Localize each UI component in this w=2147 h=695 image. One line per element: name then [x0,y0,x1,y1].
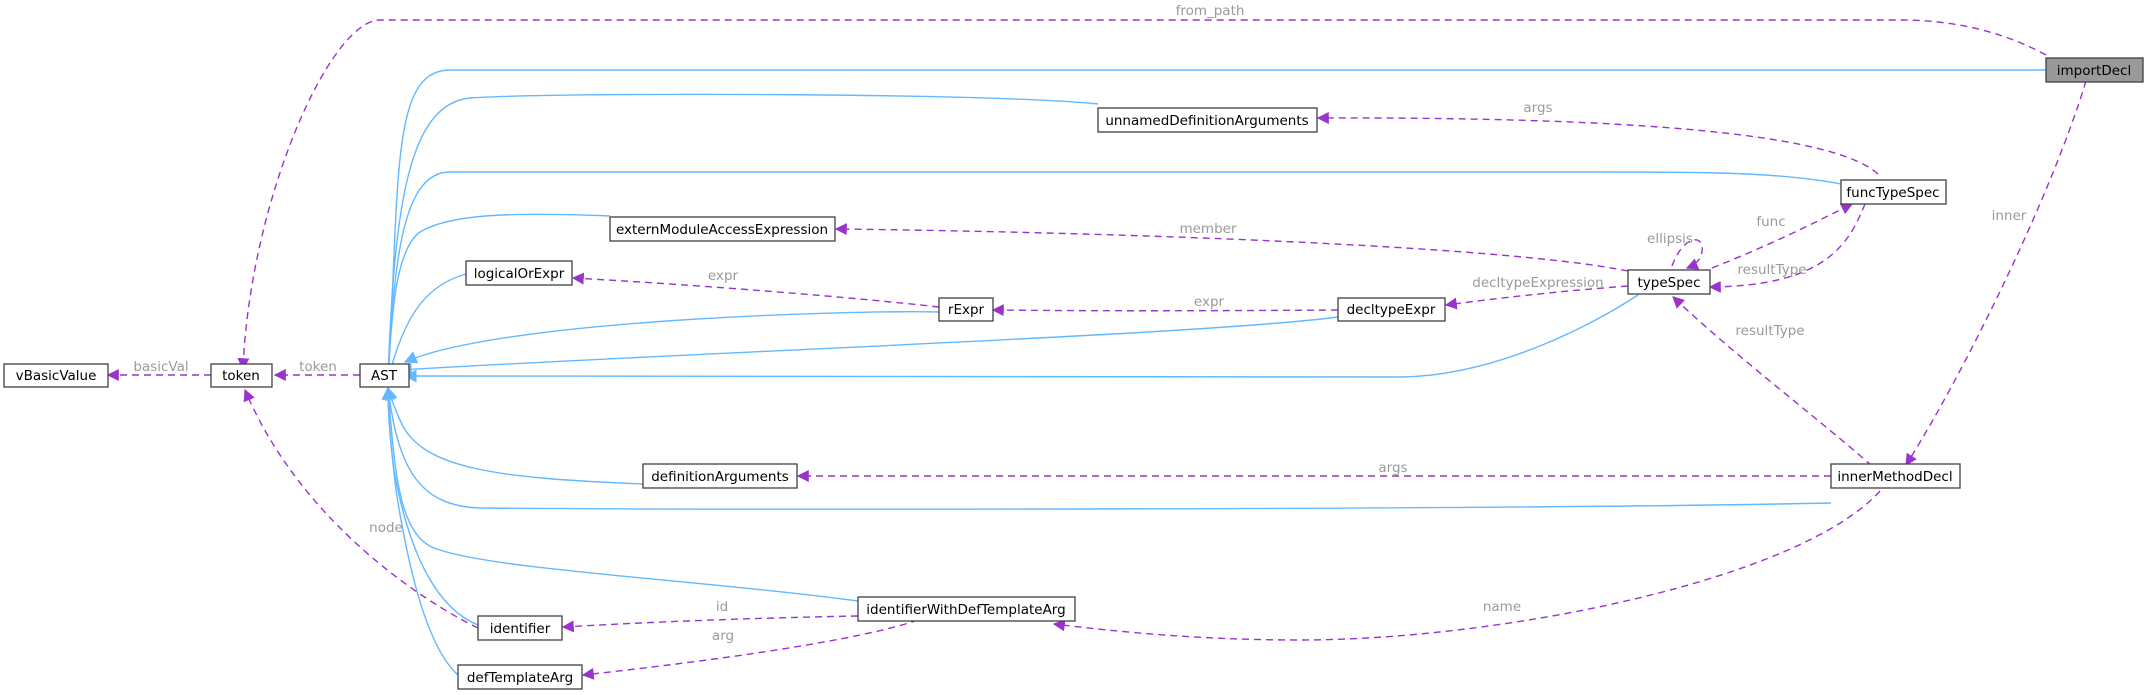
label-member: member [1179,221,1236,237]
label-id: id [716,599,728,615]
node-AST[interactable]: AST [359,363,410,388]
node-label: externModuleAccessExpression [616,222,828,238]
node-label: token [222,368,260,384]
nodes: vBasicValue token AST importDecl unnamed… [3,57,2144,690]
edge-importDecl-token [237,19,2047,371]
node-vBasicValue[interactable]: vBasicValue [3,363,109,388]
label-node: node [369,520,403,536]
node-importDecl[interactable]: importDecl [2045,57,2144,83]
node-label: vBasicValue [16,368,97,384]
node-label: definitionArguments [651,469,789,485]
edge-identifierWithDefTemplateArg-defTemplateArg [581,619,919,680]
edge-rExpr-logicalOrExpr [571,272,940,308]
node-identifier[interactable]: identifier [477,615,563,641]
node-label: AST [371,368,398,384]
label-args-top: args [1523,100,1552,116]
label-args-bottom: args [1378,460,1407,476]
node-label: identifier [490,621,551,637]
node-typeSpec[interactable]: typeSpec [1627,269,1711,295]
edge-decltypeExpr-rExpr [991,304,1339,317]
node-label: innerMethodDecl [1837,469,1952,485]
node-funcTypeSpec[interactable]: funcTypeSpec [1840,179,1947,205]
edge-typeSpec-decltypeExpr [1444,285,1629,310]
edge-typeSpec-funcTypeSpec [1711,203,1854,269]
label-arg: arg [712,628,734,644]
edge-unnamedDefinitionArguments-AST [381,93,1099,382]
node-decltypeExpr[interactable]: decltypeExpr [1337,297,1446,322]
edge-funcTypeSpec-typeSpec [1708,203,1866,293]
node-label: logicalOrExpr [474,266,565,282]
edge-labels: from_path args member func ellipsis resu… [133,3,2026,644]
label-expr-rExpr: expr [708,268,739,284]
edge-funcTypeSpec-AST [382,171,1842,382]
node-label: rExpr [948,302,985,318]
node-label: importDecl [2057,63,2131,79]
edge-innerMethodDecl-identifierWithDefTemplateArg [1052,490,1881,641]
edge-decltypeExpr-AST [398,316,1339,376]
edge-rExpr-AST [403,311,940,364]
label-expr-decltype: expr [1194,294,1225,310]
label-from-path: from_path [1176,3,1245,19]
node-definitionArguments[interactable]: definitionArguments [642,463,798,489]
node-label: funcTypeSpec [1846,185,1939,201]
node-identifierWithDefTemplateArg[interactable]: identifierWithDefTemplateArg [857,596,1076,622]
node-label: identifierWithDefTemplateArg [866,602,1065,618]
label-name: name [1483,599,1521,615]
label-token: token [299,359,337,375]
edge-typeSpec-AST [403,294,1639,383]
edge-typeSpec-externModuleAccessExpression [834,223,1629,272]
node-defTemplateArg[interactable]: defTemplateArg [457,664,583,690]
label-ellipsis: ellipsis [1647,231,1693,247]
node-logicalOrExpr[interactable]: logicalOrExpr [465,260,573,286]
label-decltypeExpression: decltypeExpression [1472,275,1604,291]
edge-defTemplateArg-AST [381,386,459,676]
edge-identifierWithDefTemplateArg-identifier [561,615,859,633]
label-resultType-func: resultType [1737,262,1806,278]
node-innerMethodDecl[interactable]: innerMethodDecl [1830,463,1961,489]
label-resultType-inner: resultType [1735,323,1804,339]
edge-externModuleAccessExpression-AST [382,213,611,382]
node-externModuleAccessExpression[interactable]: externModuleAccessExpression [609,216,836,242]
label-inner: inner [1992,208,2027,224]
edge-funcTypeSpec-unnamedDefinitionArguments [1316,111,1879,175]
edge-identifierWithDefTemplateArg-AST [382,386,859,602]
edge-innerMethodDecl-AST [382,386,1832,510]
edge-logicalOrExpr-AST [384,273,467,382]
edge-innerMethodDecl-typeSpec [1672,296,1873,467]
node-rExpr[interactable]: rExpr [938,297,994,322]
inheritance-edges [381,69,2046,676]
edge-importDecl-innerMethodDecl [1905,80,2087,467]
node-label: typeSpec [1637,275,1700,291]
node-unnamedDefinitionArguments[interactable]: unnamedDefinitionArguments [1097,107,1318,133]
label-func: func [1756,214,1785,230]
node-token[interactable]: token [210,363,273,388]
edge-identifier-token [243,388,479,629]
edge-definitionArguments-AST [384,386,644,485]
node-label: defTemplateArg [467,670,573,686]
usage-edges [106,19,2087,680]
node-label: unnamedDefinitionArguments [1105,113,1308,129]
node-label: decltypeExpr [1347,302,1436,318]
label-basicVal: basicVal [133,359,188,375]
